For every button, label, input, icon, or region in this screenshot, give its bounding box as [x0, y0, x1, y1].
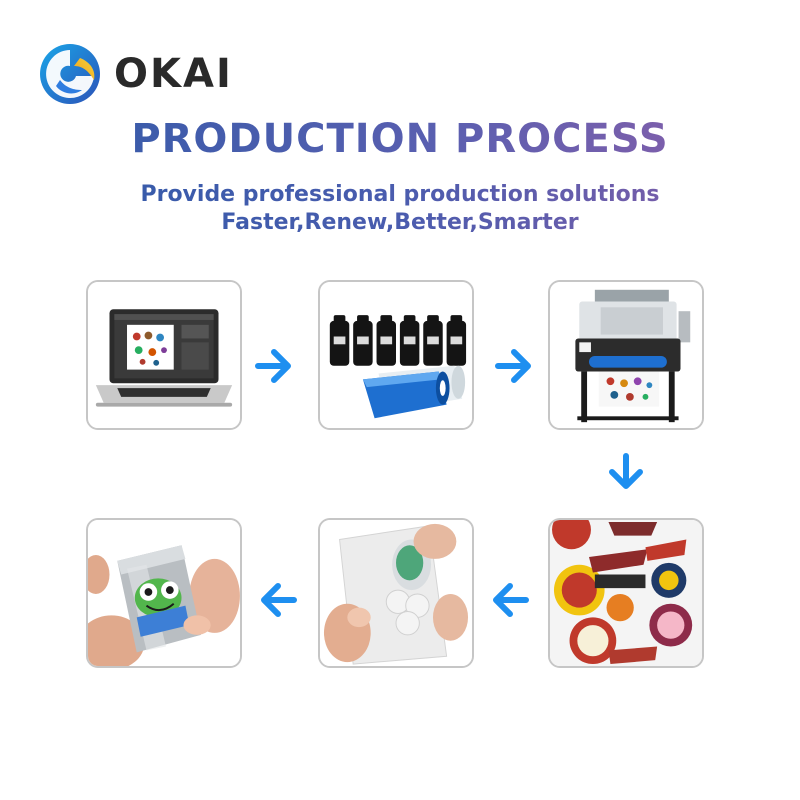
arrow-down-icon — [609, 453, 643, 489]
step-card-materials — [318, 280, 474, 430]
step-card-stickers — [548, 518, 704, 668]
brand: OKAI — [36, 40, 233, 108]
arrow-left-icon — [493, 583, 529, 617]
apply-to-cup-icon — [88, 520, 240, 666]
okai-swirl-logo-icon — [40, 44, 100, 104]
step-card-printing — [548, 280, 704, 430]
page-title: PRODUCTION PROCESS — [0, 116, 800, 162]
laptop-design-icon — [88, 282, 240, 428]
arrow-right-icon — [255, 349, 291, 383]
subtitle-line-2: Faster,Renew,Better,Smarter — [0, 210, 800, 235]
arrow-right-icon — [495, 349, 531, 383]
arrow-left-icon — [261, 583, 297, 617]
step-card-design — [86, 280, 242, 430]
printed-stickers-icon — [550, 520, 702, 666]
step-card-peel — [318, 518, 474, 668]
uv-printer-icon — [550, 282, 702, 428]
peel-film-icon — [320, 520, 472, 666]
brand-name: OKAI — [114, 51, 233, 97]
subtitle-line-1: Provide professional production solution… — [0, 182, 800, 207]
step-card-apply — [86, 518, 242, 668]
ink-bottles-film-icon — [320, 282, 472, 428]
